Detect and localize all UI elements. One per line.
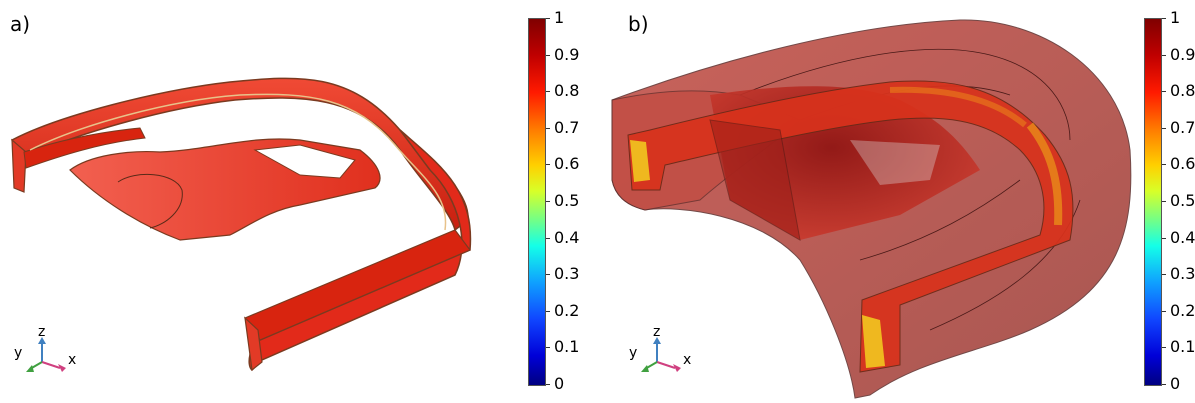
axis-triad-a: z x y: [10, 324, 80, 375]
axis-label-x: x: [68, 352, 77, 368]
axis-triad-icon: [26, 337, 66, 372]
colorbar-tick-label: 1: [1170, 8, 1181, 27]
axis-label-y: y: [14, 345, 23, 361]
seat-cushion-model-a: [11, 77, 472, 372]
axis-label-x: x: [683, 352, 692, 368]
colorbar-tick-label: 0.8: [554, 81, 580, 101]
colorbar-tick-label: 0.7: [1170, 117, 1195, 137]
colorbar-tick-label: 0.2: [1170, 300, 1195, 320]
colorbar-gradient: [1144, 18, 1162, 386]
colorbar-tick-label: 0.4: [554, 227, 580, 247]
seat-cushion-model-b: [611, 19, 1132, 399]
colorbar-tick-label: 0.6: [1170, 154, 1195, 174]
colorbar-tick-label: 0: [554, 374, 565, 393]
colorbar-tick-label: 0.2: [554, 300, 580, 320]
panel-label-b: b): [628, 12, 649, 36]
colorbar-tick-label: 0.3: [1170, 264, 1195, 284]
colorbar-tick-label: 0.4: [1170, 227, 1195, 247]
colorbar-tick-label: 0.6: [554, 154, 580, 174]
colorbar-tick-label: 0.5: [554, 191, 580, 210]
colorbar-tick-label: 0.8: [1170, 81, 1195, 101]
colorbar-tick-label: 0: [1170, 374, 1181, 393]
colorbar-a: 1 0.9 0.8 0.7 0.6 0.5 0.4 0.3 0.2 0.1 0: [522, 10, 582, 392]
colorbar-tick-label: 0.1: [554, 337, 580, 357]
axis-triad-icon: [641, 337, 681, 372]
colorbar-tick-label: 0.9: [1170, 44, 1195, 64]
colorbar-tick-label: 0.1: [1170, 337, 1195, 357]
colorbar-tick-label: 1: [554, 8, 565, 27]
colorbar-tick-label: 0.3: [554, 264, 580, 284]
panel-label-a: a): [10, 12, 31, 36]
colorbar-tick-label: 0.9: [554, 44, 580, 64]
panel-a: a): [10, 10, 582, 392]
colorbar-tick-label: 0.5: [1170, 191, 1195, 210]
colorbar-gradient: [528, 18, 546, 386]
colorbar-tick-label: 0.7: [554, 117, 580, 137]
panel-b: b): [600, 0, 1195, 403]
axis-label-z: z: [38, 324, 46, 340]
axis-triad-b: z x y: [625, 324, 695, 375]
right-arm: [248, 129, 472, 372]
axis-label-z: z: [653, 324, 661, 340]
axis-label-y: y: [629, 345, 638, 361]
foam-core: [627, 80, 1074, 373]
colorbar-b: 1 0.9 0.8 0.7 0.6 0.5 0.4 0.3 0.2 0.1 0: [1138, 10, 1195, 392]
